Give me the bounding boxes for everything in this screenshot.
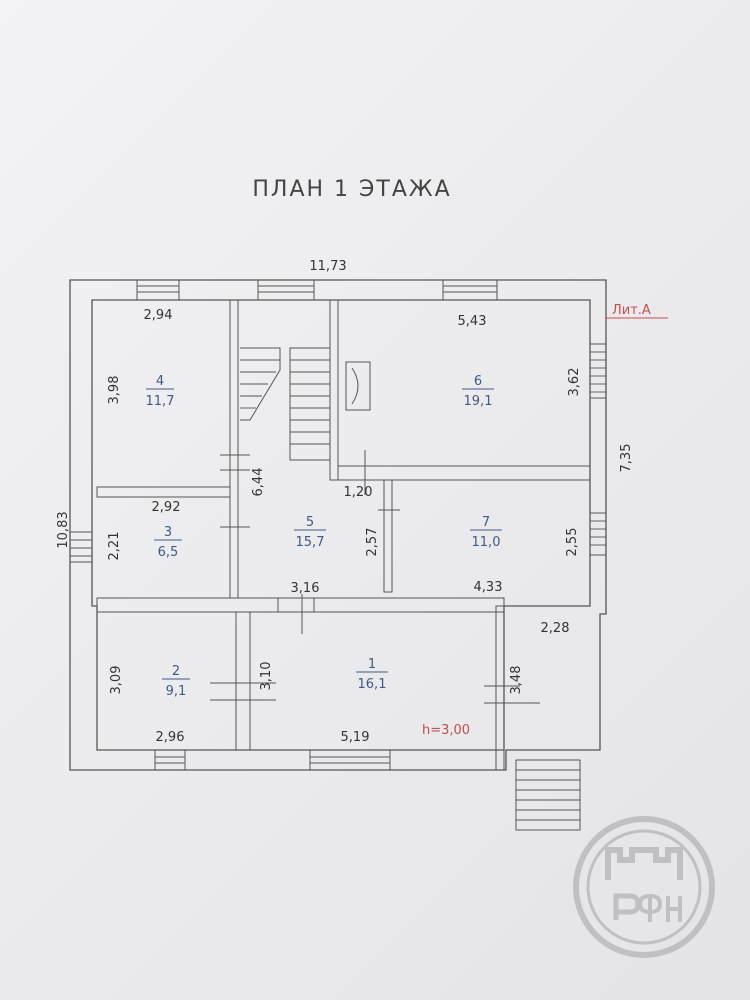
room-area: 16,1 (358, 677, 387, 692)
room-5-label: 5 15,7 (294, 515, 326, 550)
dim-porch-width: 2,28 (541, 621, 570, 636)
room-4-label: 4 11,7 (146, 374, 175, 409)
window-right-upper (589, 343, 607, 399)
stove (345, 361, 371, 411)
room-labels: 4 11,7 6 19,1 3 6,5 5 15,7 7 11,0 2 9,1 (146, 374, 502, 699)
dim-room6-height: 3,62 (567, 368, 582, 397)
window-top-left (136, 279, 180, 301)
room-number: 2 (172, 664, 180, 679)
logo-emblem (573, 816, 715, 958)
dim-right-height: 7,35 (619, 444, 634, 473)
dim-room4-height: 3,98 (107, 376, 122, 405)
dim-room3-height: 2,21 (107, 532, 122, 561)
room-1-label: 1 16,1 (356, 657, 388, 692)
room-number: 4 (156, 374, 164, 389)
ceiling-height-note: h=3,00 (422, 723, 470, 738)
plan-title: ПЛАН 1 ЭТАЖА (252, 177, 451, 202)
door-markers (210, 450, 540, 704)
dim-room3-width: 2,92 (152, 500, 181, 515)
window-top-middle (257, 279, 315, 301)
room-area: 15,7 (296, 535, 325, 550)
dim-room1-height: 3,10 (259, 662, 274, 691)
window-bottom-left (154, 749, 186, 771)
room-6-label: 6 19,1 (462, 374, 494, 409)
dim-room1-width: 5,19 (341, 730, 370, 745)
room-2-label: 2 9,1 (162, 664, 190, 699)
dim-room6-width: 5,43 (458, 314, 487, 329)
window-right-lower (589, 512, 607, 556)
room-area: 11,0 (472, 535, 501, 550)
room-7-label: 7 11,0 (470, 515, 502, 550)
room-number: 3 (164, 525, 172, 540)
dim-room7-height: 2,55 (565, 528, 580, 557)
window-top-right (442, 279, 498, 301)
dimension-labels: 11,73 2,94 5,43 2,92 1,20 3,16 4,33 2,28… (56, 259, 634, 745)
room-area: 9,1 (166, 684, 187, 699)
window-left (69, 531, 93, 563)
dim-porch-height: 3,48 (509, 666, 524, 695)
room-3-label: 3 6,5 (154, 525, 182, 560)
room-area: 6,5 (158, 545, 179, 560)
windows (69, 279, 607, 771)
dim-room2-width: 2,96 (156, 730, 185, 745)
liter-text: Лит.А (612, 303, 651, 318)
dim-room5-height: 6,44 (251, 468, 266, 497)
room-number: 7 (482, 515, 490, 530)
dim-room5-passage-width: 3,16 (291, 581, 320, 596)
porch-stairs (515, 759, 581, 831)
dim-room4-width: 2,94 (144, 308, 173, 323)
window-bottom-middle (309, 749, 391, 771)
dim-overall-width: 11,73 (309, 259, 346, 274)
dim-overall-height: 10,83 (56, 511, 71, 548)
room-area: 19,1 (464, 394, 493, 409)
room-area: 11,7 (146, 394, 175, 409)
room-number: 5 (306, 515, 314, 530)
interior-staircase (240, 347, 331, 461)
dim-room5-passage-height: 2,57 (365, 528, 380, 557)
liter-label: Лит.А (606, 303, 668, 319)
room-number: 1 (368, 657, 376, 672)
dim-room5-corridor-width: 1,20 (344, 485, 373, 500)
dim-room2-height: 3,09 (109, 666, 124, 695)
dim-room7-width: 4,33 (474, 580, 503, 595)
room-number: 6 (474, 374, 482, 389)
